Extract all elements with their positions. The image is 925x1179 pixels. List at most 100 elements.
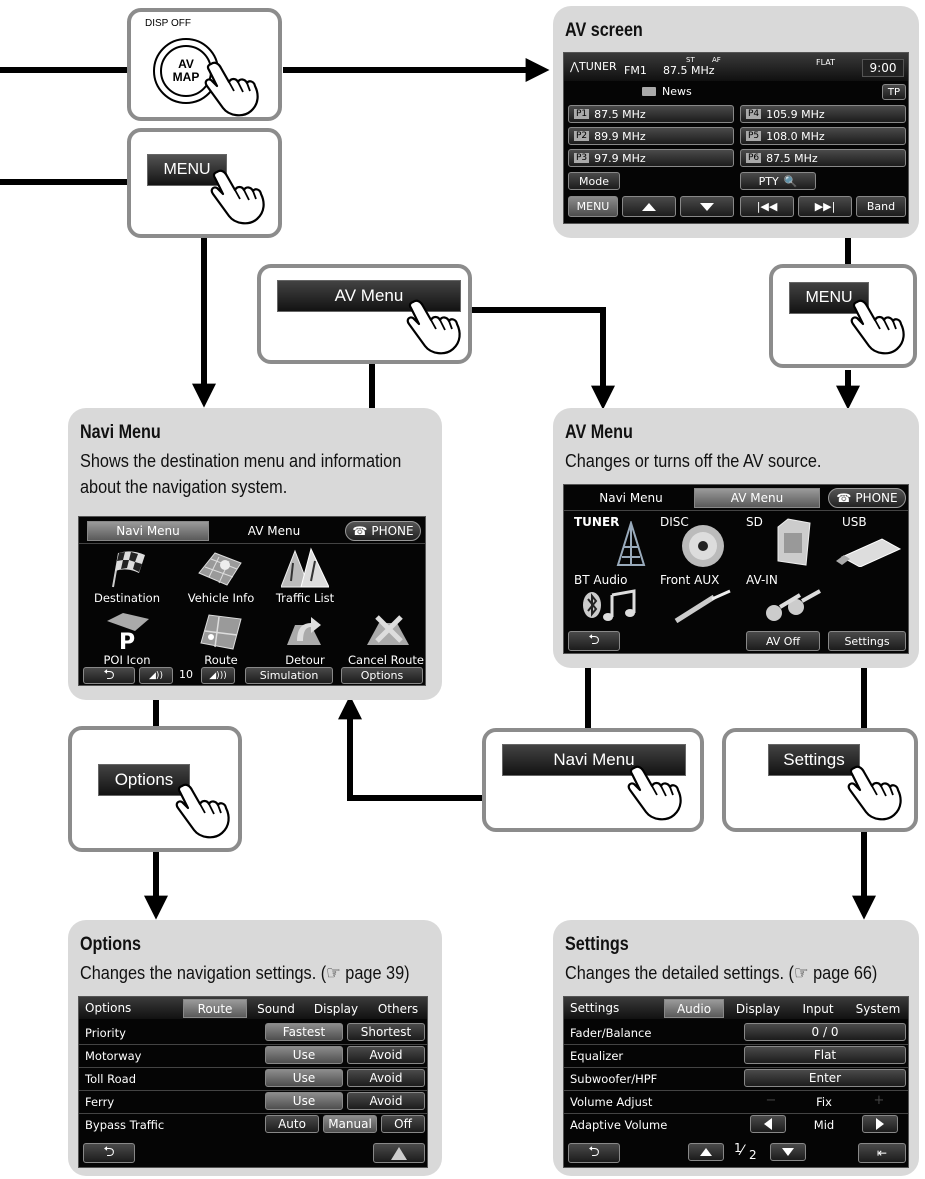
- setting-label-adaptive-volume: Adaptive Volume: [570, 1118, 668, 1132]
- volume-down-button[interactable]: ◢)): [139, 667, 173, 684]
- panel-description: Changes the navigation settings. (☞ page…: [80, 962, 410, 983]
- menu-left-callout: MENU: [127, 128, 282, 238]
- band-button[interactable]: Band: [856, 196, 906, 217]
- eq-flat-label: FLAT: [816, 58, 835, 67]
- tab-phone[interactable]: ☎PHONE: [345, 521, 421, 541]
- search-icon: 🔍: [783, 174, 798, 188]
- subwoofer-hpf-value[interactable]: Enter: [744, 1069, 906, 1087]
- options-callout: Options: [68, 726, 242, 852]
- front-aux-source-button[interactable]: Front AUX: [656, 571, 740, 625]
- bt-audio-source-button[interactable]: BT Audio: [570, 571, 650, 625]
- navi-menu-button[interactable]: Navi Menu: [502, 744, 686, 776]
- page-total: 2: [749, 1148, 757, 1162]
- av-menu-button[interactable]: AV Menu: [277, 280, 461, 312]
- vehicle-info-icon[interactable]: [195, 547, 245, 589]
- tp-button[interactable]: TP: [882, 84, 906, 100]
- option-shortest-button[interactable]: Shortest: [347, 1023, 425, 1041]
- tab-input[interactable]: Input: [802, 1001, 834, 1016]
- toll-road-use-button[interactable]: Use: [265, 1069, 343, 1087]
- tab-others[interactable]: Others: [377, 1001, 419, 1016]
- preset-number: P1: [574, 109, 590, 119]
- page-up-button[interactable]: [688, 1143, 724, 1161]
- option-label-motorway: Motorway: [85, 1049, 142, 1063]
- options-button[interactable]: Options: [98, 764, 190, 796]
- ferry-avoid-button[interactable]: Avoid: [347, 1092, 425, 1110]
- down-arrow-button[interactable]: [680, 196, 734, 217]
- tab-display[interactable]: Display: [313, 1001, 359, 1016]
- preset-number: P4: [746, 109, 762, 119]
- bypass-manual-button[interactable]: Manual: [323, 1115, 377, 1133]
- fader-balance-value[interactable]: 0 / 0: [744, 1023, 906, 1041]
- setting-label-equalizer: Equalizer: [570, 1049, 624, 1063]
- preset-number: P5: [746, 131, 762, 141]
- bypass-off-button[interactable]: Off: [381, 1115, 425, 1133]
- tab-phone[interactable]: ☎PHONE: [828, 488, 906, 508]
- settings-menu-button[interactable]: ⇤: [858, 1143, 906, 1163]
- phone-icon: ☎: [352, 524, 368, 538]
- checkered-flag-icon[interactable]: [105, 549, 151, 589]
- tab-system[interactable]: System: [855, 1001, 901, 1016]
- source-label-av-in: AV-IN: [746, 573, 778, 587]
- options-button[interactable]: Options: [341, 667, 423, 684]
- adaptive-volume-left-button[interactable]: [750, 1115, 786, 1133]
- sd-source-button[interactable]: SD: [744, 513, 824, 569]
- map-button[interactable]: [373, 1143, 425, 1163]
- settings-button[interactable]: Settings: [828, 631, 906, 651]
- tuner-source-button[interactable]: TUNER: [570, 513, 650, 569]
- toll-road-avoid-button[interactable]: Avoid: [347, 1069, 425, 1087]
- back-button[interactable]: ⮌: [83, 1143, 135, 1163]
- adaptive-volume-right-button[interactable]: [862, 1115, 898, 1133]
- usb-source-button[interactable]: USB: [828, 513, 908, 569]
- back-button[interactable]: ⮌: [568, 631, 620, 651]
- menu-button[interactable]: MENU: [789, 282, 869, 314]
- tab-route[interactable]: Route: [183, 999, 247, 1018]
- bypass-auto-button[interactable]: Auto: [265, 1115, 319, 1133]
- frequency-label: 87.5 MHz: [663, 64, 715, 77]
- previous-track-button[interactable]: |◀◀: [740, 196, 794, 217]
- detour-icon[interactable]: [281, 611, 327, 651]
- settings-button[interactable]: Settings: [768, 744, 860, 776]
- ferry-use-button[interactable]: Use: [265, 1092, 343, 1110]
- panel-description-line1: Shows the destination menu and informati…: [80, 450, 402, 471]
- tab-av-menu[interactable]: AV Menu: [694, 488, 820, 508]
- option-fastest-button[interactable]: Fastest: [265, 1023, 343, 1041]
- poi-icon[interactable]: P: [105, 611, 151, 651]
- tab-sound[interactable]: Sound: [257, 1001, 295, 1016]
- disc-source-button[interactable]: DISC: [656, 513, 736, 569]
- pty-search-button[interactable]: PTY🔍: [740, 172, 816, 190]
- volume-up-button[interactable]: ◢))): [201, 667, 235, 684]
- traffic-list-icon[interactable]: [281, 547, 329, 591]
- tab-av-menu[interactable]: AV Menu: [247, 524, 301, 538]
- av-in-source-button[interactable]: AV-IN: [744, 571, 828, 625]
- equalizer-value[interactable]: Flat: [744, 1046, 906, 1064]
- tab-navi-menu[interactable]: Navi Menu: [599, 491, 663, 505]
- tab-audio[interactable]: Audio: [664, 999, 724, 1018]
- options-panel: Options Changes the navigation settings.…: [68, 920, 442, 1176]
- mode-button[interactable]: Mode: [568, 172, 620, 190]
- cancel-route-icon[interactable]: [363, 611, 413, 651]
- page-down-button[interactable]: [770, 1143, 806, 1161]
- triangle-up-icon: [642, 202, 656, 211]
- tab-navi-menu[interactable]: Navi Menu: [87, 521, 209, 541]
- tab-display[interactable]: Display: [735, 1001, 781, 1016]
- divider: [564, 1044, 908, 1045]
- motorway-avoid-button[interactable]: Avoid: [347, 1046, 425, 1064]
- av-off-button[interactable]: AV Off: [746, 631, 820, 651]
- simulation-button[interactable]: Simulation: [245, 667, 333, 684]
- route-icon[interactable]: [197, 609, 245, 651]
- up-arrow-button[interactable]: [622, 196, 676, 217]
- menu-button[interactable]: MENU: [147, 154, 227, 186]
- back-button[interactable]: ⮌: [83, 667, 135, 684]
- next-track-button[interactable]: ▶▶|: [798, 196, 852, 217]
- back-button[interactable]: ⮌: [568, 1143, 620, 1163]
- av-map-line1: AV: [178, 57, 194, 71]
- motorway-use-button[interactable]: Use: [265, 1046, 343, 1064]
- preset-number: P3: [574, 153, 590, 163]
- menu-button[interactable]: MENU: [568, 196, 618, 217]
